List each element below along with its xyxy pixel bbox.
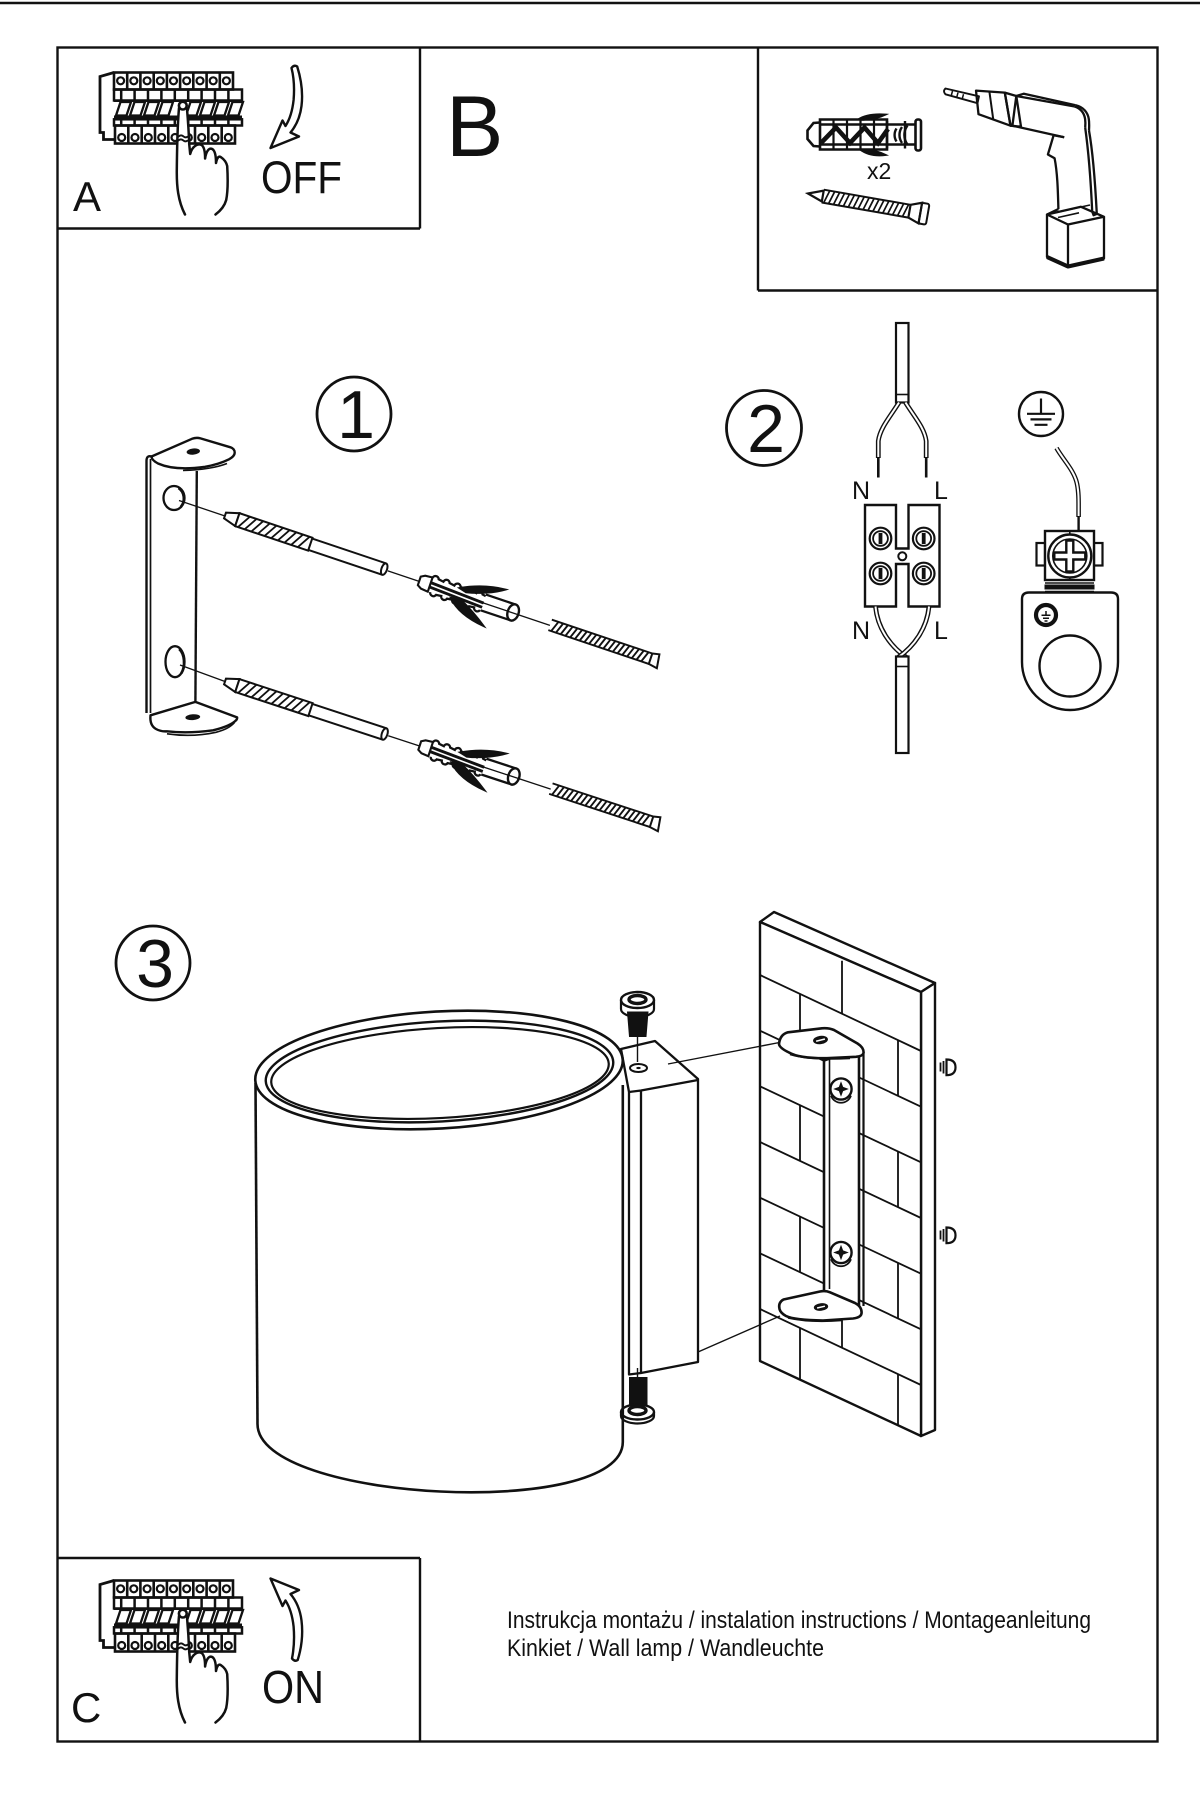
svg-text:B: B: [446, 79, 503, 175]
svg-text:x2: x2: [867, 158, 891, 184]
svg-text:1: 1: [337, 377, 375, 453]
svg-text:C: C: [71, 1684, 101, 1731]
svg-text:L: L: [934, 617, 948, 645]
svg-text:3: 3: [136, 926, 174, 1002]
svg-text:Kinkiet / Wall lamp / Wandleuc: Kinkiet / Wall lamp / Wandleuchte: [507, 1635, 824, 1662]
svg-text:OFF: OFF: [261, 152, 342, 203]
svg-text:N: N: [852, 617, 870, 645]
svg-text:2: 2: [747, 391, 785, 467]
svg-text:Instrukcja montażu / instalati: Instrukcja montażu / instalation instruc…: [507, 1607, 1091, 1634]
svg-text:N: N: [852, 477, 870, 505]
svg-text:L: L: [934, 477, 948, 505]
svg-text:A: A: [73, 173, 101, 220]
svg-text:ON: ON: [262, 1661, 324, 1713]
